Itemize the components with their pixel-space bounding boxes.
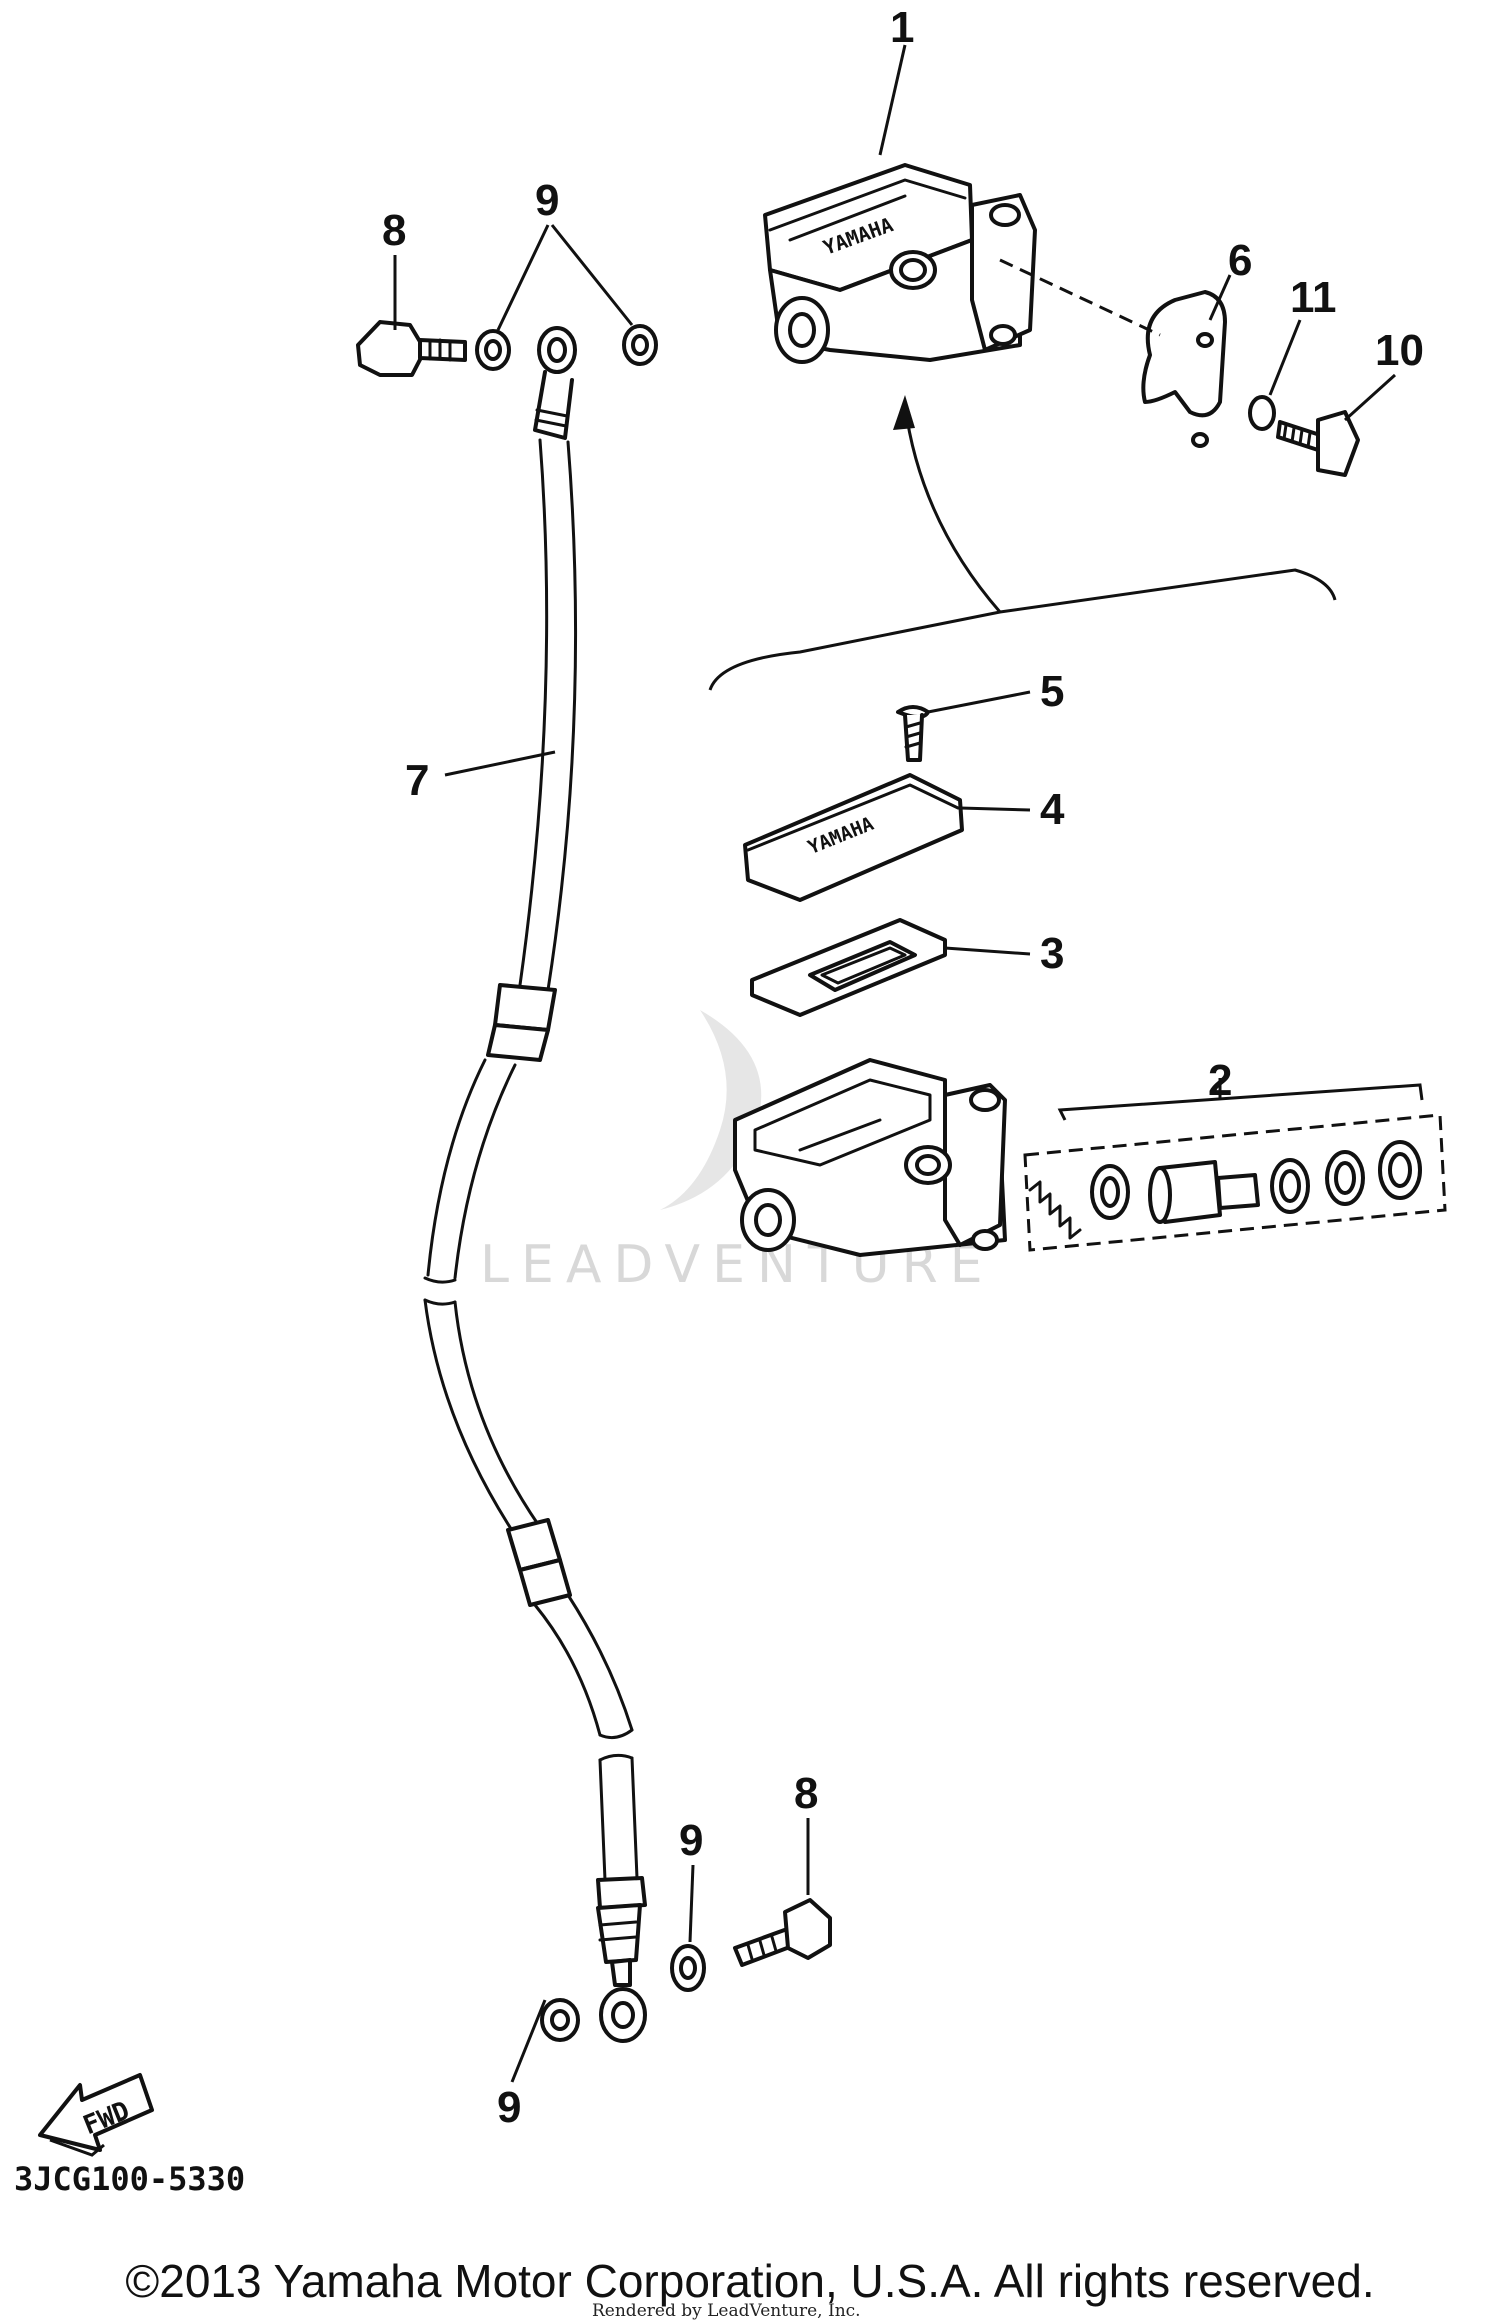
callout-6: 6 bbox=[1228, 236, 1252, 285]
washer-top-left-part bbox=[475, 329, 511, 371]
callout-11: 11 bbox=[1290, 273, 1337, 322]
fwd-arrow-icon: FWD bbox=[38, 2073, 154, 2157]
callout-8-top: 8 bbox=[382, 206, 406, 255]
clamp-bolt-part bbox=[1276, 410, 1360, 477]
master-cylinder-assembly: YAMAHA bbox=[763, 163, 1037, 364]
callout-2: 2 bbox=[1208, 1056, 1232, 1105]
diaphragm-part bbox=[750, 918, 947, 1017]
union-bolt-top-part bbox=[356, 320, 467, 377]
callout-10: 10 bbox=[1375, 326, 1424, 375]
washer-bottom-left-part bbox=[540, 1998, 580, 2042]
callout-4: 4 bbox=[1040, 785, 1065, 834]
callout-9-bottom-left: 9 bbox=[497, 2083, 521, 2132]
washer-top-right-part bbox=[622, 324, 658, 366]
union-bolt-bottom-part bbox=[733, 1898, 832, 1967]
callout-8-bottom: 8 bbox=[794, 1769, 818, 1818]
callout-9-top: 9 bbox=[535, 176, 559, 225]
washer-bottom-right-part bbox=[670, 1944, 706, 1992]
reservoir-screw-part bbox=[896, 705, 930, 762]
brake-hose-part bbox=[423, 326, 647, 2043]
copyright-text: ©2013 Yamaha Motor Corporation, U.S.A. A… bbox=[125, 2255, 1375, 2307]
callout-5: 5 bbox=[1040, 667, 1064, 716]
callout-labels: 1 2 3 4 5 6 7 8 8 9 9 9 10 11 bbox=[382, 3, 1424, 2132]
lock-washer-part bbox=[1248, 395, 1276, 431]
piston-kit-part bbox=[1023, 1078, 1447, 1252]
clamp-part bbox=[999, 258, 1227, 448]
master-cylinder-body bbox=[733, 1058, 1007, 1257]
callout-1: 1 bbox=[890, 3, 914, 52]
diagram-part-code: 3JCG100-5330 bbox=[14, 2160, 245, 2198]
callout-3: 3 bbox=[1040, 929, 1064, 978]
callout-7: 7 bbox=[405, 756, 429, 805]
rendered-by-text: Rendered by LeadVenture, Inc. bbox=[592, 2301, 861, 2321]
leader-lines bbox=[393, 44, 1397, 2083]
callout-9-bottom-mid: 9 bbox=[679, 1816, 703, 1865]
reservoir-cap-part: YAMAHA bbox=[743, 773, 964, 902]
